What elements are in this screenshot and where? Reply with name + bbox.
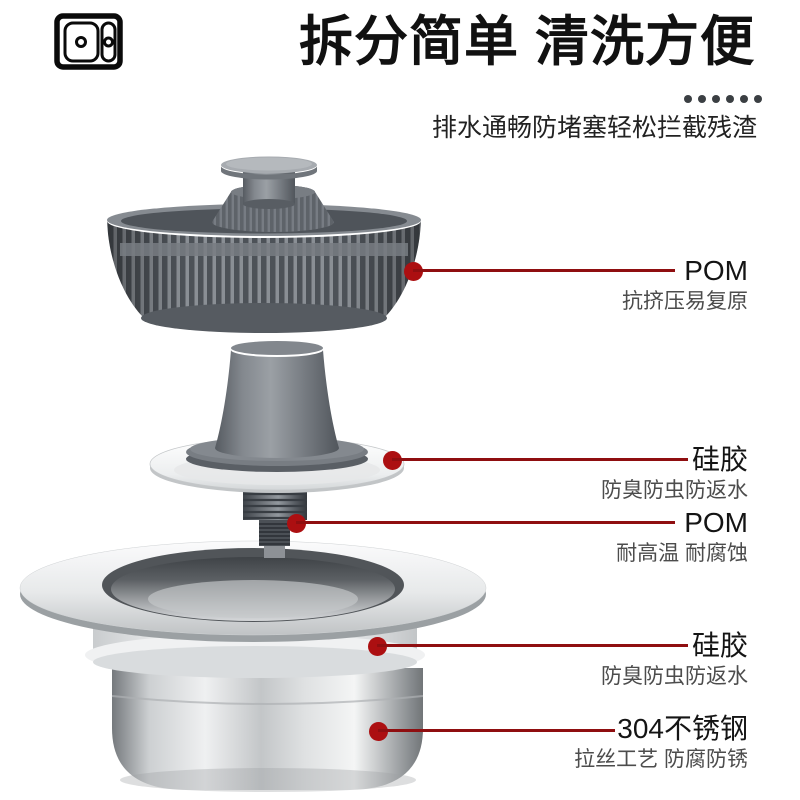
annotation-desc: 耐高温 耐腐蚀 [616, 542, 748, 565]
decor-dots [684, 95, 762, 103]
annotation-silicone-disc: 硅胶 防臭防虫防返水 [601, 444, 748, 504]
annotation-desc: 拉丝工艺 防腐防锈 [574, 748, 748, 771]
annotation-desc: 抗挤压易复原 [622, 290, 748, 313]
annotation-title: 硅胶 [691, 444, 748, 475]
annotation-title: 304不锈钢 [617, 713, 748, 744]
leader-line-1 [413, 269, 675, 272]
sink-icon [54, 13, 123, 70]
decor-dot [712, 95, 720, 103]
annotation-desc: 防臭防虫防返水 [601, 479, 748, 502]
annotation-title: 硅胶 [691, 630, 748, 661]
part-seal-cone [215, 341, 339, 458]
leader-line-5 [378, 729, 615, 732]
part-stainless-cup [111, 668, 424, 792]
annotation-stainless: 304不锈钢 拉丝工艺 防腐防锈 [574, 713, 748, 773]
annotation-pom-basket: POM 抗挤压易复原 [622, 255, 748, 315]
decor-dot [754, 95, 762, 103]
page-title: 拆分简单 清洗方便 [298, 12, 755, 72]
page-subtitle: 排水通畅防堵塞轻松拦截残渣 [431, 114, 757, 142]
decor-dot [684, 95, 692, 103]
leader-line-3 [296, 521, 675, 524]
part-stainless-flange [19, 540, 487, 642]
annotation-title: POM [684, 255, 748, 286]
decor-dot [726, 95, 734, 103]
leader-line-2 [392, 458, 688, 461]
leader-line-4 [377, 644, 688, 647]
annotation-pom-core: POM 耐高温 耐腐蚀 [616, 507, 748, 567]
decor-dot [698, 95, 706, 103]
decor-dot [740, 95, 748, 103]
annotation-silicone-gasket: 硅胶 防臭防虫防返水 [601, 630, 748, 690]
part-strainer-basket [107, 156, 421, 333]
annotation-desc: 防臭防虫防返水 [601, 665, 748, 688]
annotation-title: POM [684, 507, 748, 538]
